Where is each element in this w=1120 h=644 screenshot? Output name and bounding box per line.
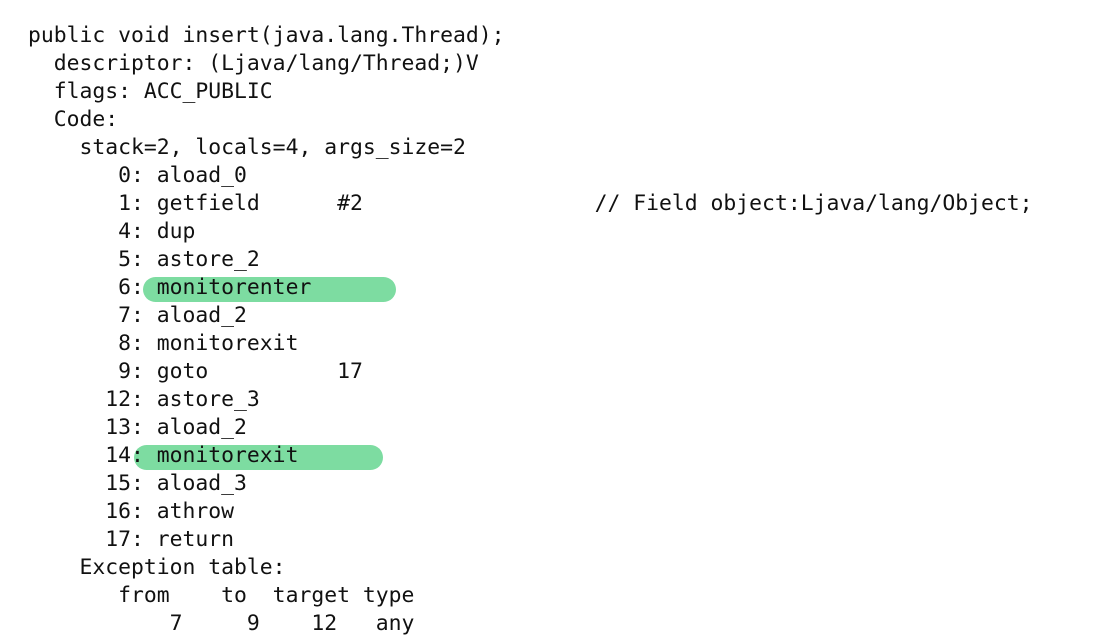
- code-line-text: 0: aload_0: [28, 163, 247, 188]
- instruction-line: 9: goto 17: [28, 358, 1033, 386]
- exception-table-row: 7 9 12 any: [28, 610, 1033, 638]
- code-line-text: 8: monitorexit: [28, 331, 299, 356]
- code-line-text: 9: goto 17: [28, 359, 363, 384]
- instruction-line: 7: aload_2: [28, 302, 1033, 330]
- code-line-text: descriptor: (Ljava/lang/Thread;)V: [28, 51, 479, 76]
- highlight-marker: [143, 277, 396, 302]
- instruction-line: 0: aload_0: [28, 162, 1033, 190]
- instruction-line-monitorenter: 6: monitorenter: [28, 274, 1033, 302]
- code-line-text: stack=2, locals=4, args_size=2: [28, 135, 466, 160]
- instruction-line: 15: aload_3: [28, 470, 1033, 498]
- code-line-text: 17: return: [28, 527, 235, 552]
- code-line-text: Exception table:: [28, 555, 286, 580]
- code-line-text: 16: athrow: [28, 499, 235, 524]
- code-line-text: Code:: [28, 107, 119, 132]
- exception-table-columns: from to target type: [28, 582, 1033, 610]
- instruction-line: 5: astore_2: [28, 246, 1033, 274]
- code-line-text: 15: aload_3: [28, 471, 247, 496]
- code-line-text: 5: astore_2: [28, 247, 260, 272]
- exception-table-header: Exception table:: [28, 554, 1033, 582]
- instruction-line: 1: getfield #2 // Field object:Ljava/lan…: [28, 190, 1033, 218]
- instruction-line: 16: athrow: [28, 498, 1033, 526]
- instruction-line: 8: monitorexit: [28, 330, 1033, 358]
- method-signature: public void insert(java.lang.Thread);: [28, 22, 1033, 50]
- code-line-text: 4: dup: [28, 219, 196, 244]
- descriptor-line: descriptor: (Ljava/lang/Thread;)V: [28, 50, 1033, 78]
- code-line-text: flags: ACC_PUBLIC: [28, 79, 273, 104]
- instruction-line-monitorexit: 14: monitorexit: [28, 442, 1033, 470]
- code-line-text: 12: astore_3: [28, 387, 260, 412]
- code-header: Code:: [28, 106, 1033, 134]
- code-line-text: from to target type: [28, 583, 415, 608]
- code-line-text: 7: aload_2: [28, 303, 247, 328]
- code-line-text: 7 9 12 any: [28, 611, 415, 636]
- code-line-text: 1: getfield #2 // Field object:Ljava/lan…: [28, 191, 1033, 216]
- code-line-text: 14: monitorexit: [28, 443, 299, 468]
- instruction-line: 4: dup: [28, 218, 1033, 246]
- instruction-line: 13: aload_2: [28, 414, 1033, 442]
- bytecode-listing: public void insert(java.lang.Thread); de…: [28, 22, 1033, 638]
- flags-line: flags: ACC_PUBLIC: [28, 78, 1033, 106]
- instruction-line: 12: astore_3: [28, 386, 1033, 414]
- instruction-line: 17: return: [28, 526, 1033, 554]
- code-line-text: 13: aload_2: [28, 415, 247, 440]
- stack-info-line: stack=2, locals=4, args_size=2: [28, 134, 1033, 162]
- highlight-marker: [134, 445, 383, 470]
- code-line-text: public void insert(java.lang.Thread);: [28, 23, 505, 48]
- code-line-text: 6: monitorenter: [28, 275, 312, 300]
